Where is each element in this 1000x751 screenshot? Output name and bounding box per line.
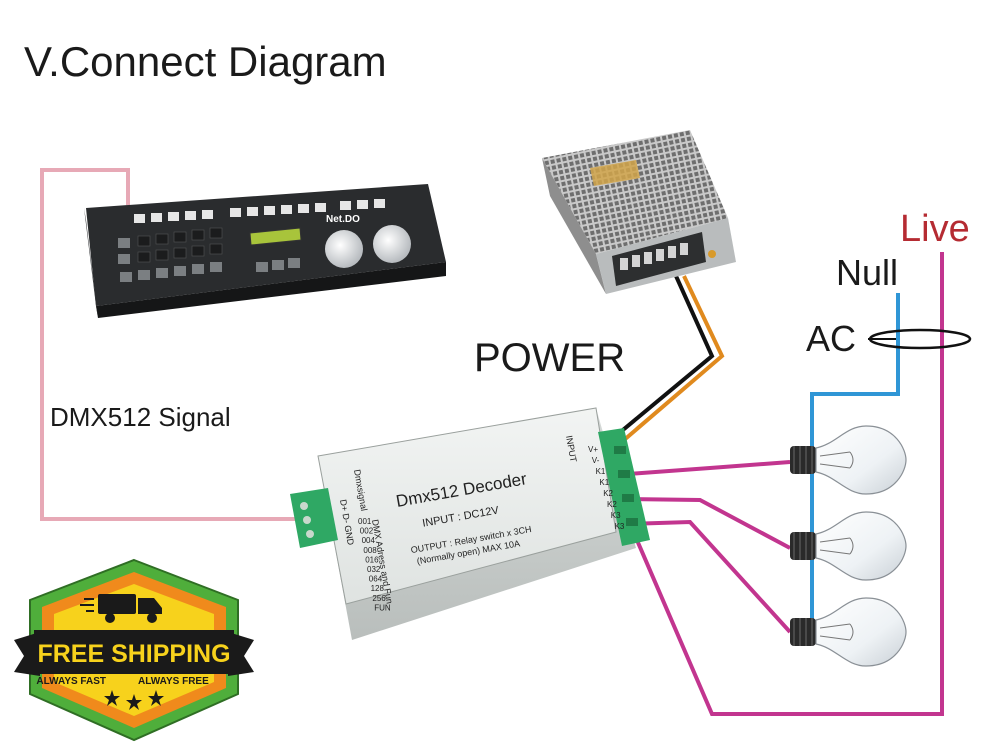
- power-wires: [604, 275, 725, 454]
- ac-clamp: [868, 328, 972, 350]
- address-value: 002: [360, 527, 374, 536]
- dmx512-decoder: Dmxsignal D+ D- GND 00100200400801603206…: [290, 407, 650, 640]
- terminal-label: K2: [603, 489, 613, 498]
- dmx-input-terminal: [290, 488, 338, 548]
- power-supply: [542, 130, 736, 294]
- address-value: 064: [369, 575, 383, 584]
- controller-brand: Net.DO: [326, 214, 360, 225]
- dmx-signal-wire: [40, 168, 300, 521]
- dmx-controller: Net.DO: [84, 184, 446, 318]
- live-label: Live: [900, 208, 970, 250]
- light-bulb: [790, 425, 907, 495]
- terminal-label: K1: [596, 467, 606, 476]
- terminal-label: K3: [615, 522, 625, 531]
- light-bulb: [790, 511, 907, 581]
- knob: [325, 230, 363, 268]
- input-label: INPUT: [564, 435, 579, 464]
- live-wire: [627, 252, 944, 716]
- badge-main-text: FREE SHIPPING: [37, 640, 230, 668]
- page-title: V.Connect Diagram: [24, 38, 387, 85]
- address-value: 004: [362, 536, 376, 545]
- terminal-label: K3: [611, 511, 621, 520]
- bulbs: [790, 425, 907, 667]
- address-value: 128: [371, 584, 385, 593]
- star-icons: [104, 690, 164, 710]
- address-value: 001: [358, 517, 372, 526]
- null-wire: [810, 293, 900, 640]
- address-value: 032: [367, 565, 381, 574]
- truck-icon: [80, 594, 162, 623]
- light-bulb: [790, 597, 907, 667]
- dmx-signal-label: DMX512 Signal: [50, 402, 231, 432]
- terminal-label: K2: [607, 500, 617, 509]
- address-value: FUN: [374, 603, 391, 612]
- null-label: Null: [836, 252, 899, 293]
- ac-label: AC: [806, 318, 857, 359]
- power-label: POWER: [474, 336, 626, 380]
- terminal-label: V-: [592, 456, 600, 465]
- free-shipping-badge: FREE SHIPPING ALWAYS FAST ALWAYS FREE: [14, 558, 254, 742]
- badge-left-text: ALWAYS FAST: [36, 676, 106, 687]
- address-value: 256: [372, 594, 386, 603]
- address-value: 008: [363, 546, 377, 555]
- knob: [373, 225, 411, 263]
- terminal-label: K1: [599, 478, 609, 487]
- terminal-label: V+: [588, 445, 598, 454]
- address-value: 016: [365, 555, 379, 564]
- badge-right-text: ALWAYS FREE: [138, 676, 209, 687]
- output-terminal: [598, 428, 650, 546]
